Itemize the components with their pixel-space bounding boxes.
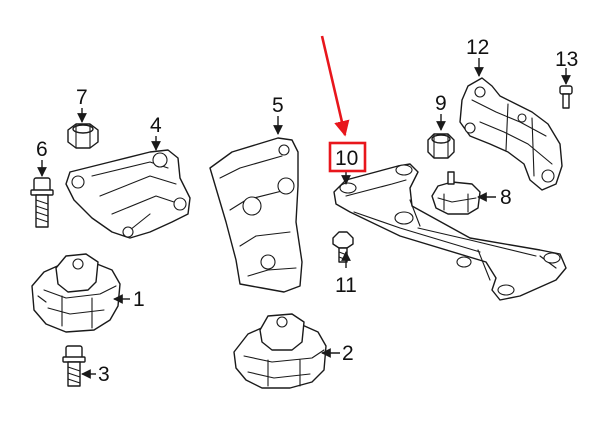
bolt-part-3 bbox=[62, 345, 86, 387]
callout-10[interactable]: 10 bbox=[335, 147, 358, 170]
callout-11[interactable]: 11 bbox=[335, 274, 357, 297]
highlight-callout-10 bbox=[320, 35, 367, 173]
callout-7[interactable]: 7 bbox=[76, 86, 88, 109]
bolt-part-13 bbox=[559, 85, 573, 109]
support-bracket-part-5 bbox=[209, 137, 303, 293]
callout-13[interactable]: 13 bbox=[555, 48, 578, 71]
nut-part-9 bbox=[427, 133, 455, 159]
callout-5[interactable]: 5 bbox=[272, 94, 284, 117]
engine-mount-part-2 bbox=[233, 313, 327, 389]
crossmember-part-10 bbox=[333, 163, 567, 301]
leader-lines bbox=[37, 58, 571, 379]
callout-9[interactable]: 9 bbox=[435, 92, 447, 115]
callout-1[interactable]: 1 bbox=[133, 288, 145, 311]
callout-2[interactable]: 2 bbox=[342, 342, 354, 365]
callout-8[interactable]: 8 bbox=[500, 186, 512, 209]
engine-mount-part-1 bbox=[31, 253, 121, 333]
bracket-part-12 bbox=[459, 77, 563, 191]
callout-labels: 1 2 3 4 5 6 7 8 9 10 11 12 13 bbox=[36, 36, 578, 386]
callout-6[interactable]: 6 bbox=[36, 138, 48, 161]
callout-3[interactable]: 3 bbox=[98, 363, 110, 386]
highlight-box bbox=[328, 141, 367, 173]
callout-4[interactable]: 4 bbox=[150, 114, 162, 137]
transmission-mount-part-8 bbox=[431, 171, 481, 215]
callout-12[interactable]: 12 bbox=[466, 36, 489, 59]
bolt-part-11 bbox=[332, 231, 354, 263]
nut-part-7 bbox=[67, 123, 99, 149]
highlight-arrow bbox=[320, 35, 350, 137]
bracket-part-4 bbox=[65, 149, 191, 239]
bolt-part-6 bbox=[30, 177, 54, 228]
